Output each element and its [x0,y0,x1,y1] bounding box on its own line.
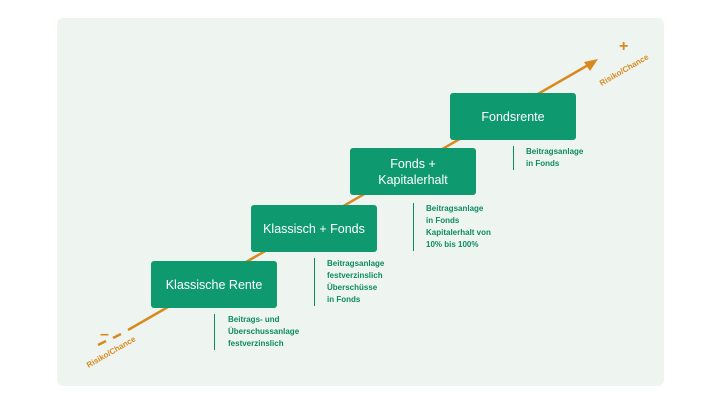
arrow-dash-1 [97,339,107,347]
step-box-fondsrente: Fondsrente [450,93,576,140]
desc-line: festverzinslich [327,271,383,280]
step-title: Fondsrente [481,109,545,124]
desc-line: Überschussanlage [228,327,300,336]
step-box-klassisch-fonds: Klassisch + Fonds [251,205,377,252]
desc-line: Beitragsanlage [526,147,584,156]
step-box-fonds-kapitalerhalt: Fonds + Kapitalerhalt [350,148,476,195]
desc-line: 10% bis 100% [426,240,479,249]
desc-line: Beitragsanlage [327,259,385,268]
step-title: Fonds + [390,156,436,171]
step-title: Klassisch + Fonds [263,221,365,236]
step-desc-fondsrente: Beitragsanlage in Fonds [513,146,583,170]
step-box-klassische-rente: Klassische Rente [151,261,277,308]
step-desc-fonds-kapitalerhalt: Beitragsanlage in Fonds Kapitalerhalt vo… [413,203,491,251]
step-desc-klassische-rente: Beitrags- und Überschussanlage festverzi… [214,314,299,350]
plus-sign: + [619,38,629,55]
desc-line: festverzinslich [228,339,284,348]
desc-line: in Fonds [526,159,560,168]
arrow-head [584,59,598,71]
minus-sign: – [100,326,109,343]
desc-line: in Fonds [426,216,460,225]
arrow-dash-2 [112,332,122,340]
desc-line: in Fonds [327,295,361,304]
desc-line: Überschüsse [327,283,378,292]
desc-line: Kapitalerhalt von [426,228,491,237]
desc-line: Beitrags- und [228,315,280,324]
step-title: Klassische Rente [165,277,263,292]
step-title: Kapitalerhalt [378,172,448,187]
step-desc-klassisch-fonds: Beitragsanlage festverzinslich Überschüs… [314,258,384,306]
desc-line: Beitragsanlage [426,204,484,213]
